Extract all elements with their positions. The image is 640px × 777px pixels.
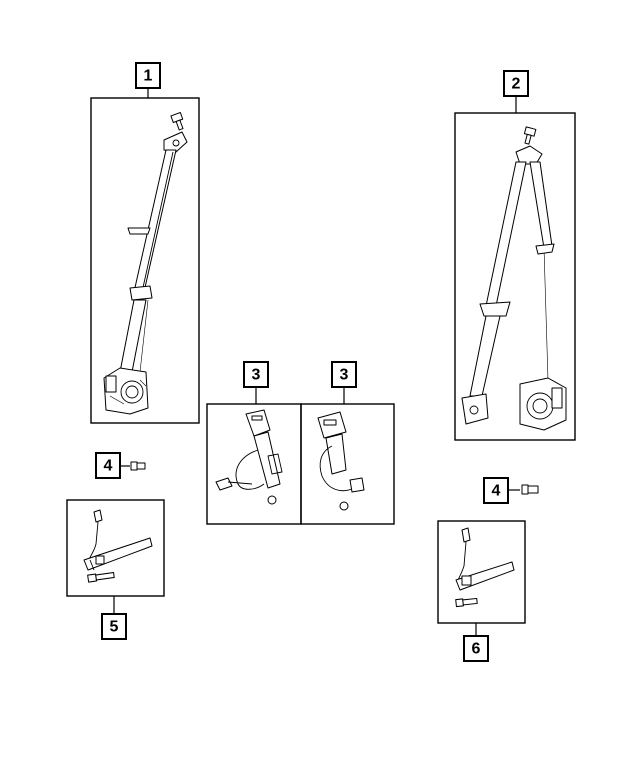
svg-text:3: 3 xyxy=(340,367,349,384)
part-2-frame xyxy=(454,112,576,441)
part-6-group[interactable]: 6 xyxy=(437,520,526,662)
svg-text:6: 6 xyxy=(472,641,481,658)
svg-text:5: 5 xyxy=(110,619,119,636)
seat-belt-assembly-left-drawing xyxy=(103,112,188,415)
callout-5[interactable]: 5 xyxy=(101,613,127,640)
part-4-right-group[interactable]: 4 xyxy=(483,477,539,504)
svg-text:2: 2 xyxy=(512,76,521,93)
part-3-group[interactable]: 3 3 xyxy=(206,361,395,525)
svg-text:1: 1 xyxy=(144,68,153,85)
pretensioner-right-drawing xyxy=(455,527,515,608)
callout-3-left[interactable]: 3 xyxy=(243,361,269,388)
bolt-right-icon xyxy=(521,484,539,495)
callout-1[interactable]: 1 xyxy=(135,62,161,89)
callout-6[interactable]: 6 xyxy=(463,635,489,662)
bolt-left-icon xyxy=(130,461,146,471)
part-1-frame xyxy=(90,97,200,424)
svg-text:4: 4 xyxy=(492,483,501,500)
part-3-frame-right xyxy=(300,403,395,525)
part-6-frame xyxy=(437,520,526,624)
part-5-frame xyxy=(66,499,165,597)
pretensioner-left-drawing xyxy=(83,509,153,583)
svg-text:3: 3 xyxy=(252,367,261,384)
part-5-group[interactable]: 5 xyxy=(66,499,165,640)
seat-belt-assembly-right-drawing xyxy=(461,126,567,431)
buckle-right-drawing xyxy=(317,411,365,511)
callout-3-right[interactable]: 3 xyxy=(331,361,357,388)
buckle-left-drawing xyxy=(215,409,283,505)
part-1-group[interactable]: 1 xyxy=(90,62,200,424)
part-2-group[interactable]: 2 xyxy=(454,70,576,441)
callout-2[interactable]: 2 xyxy=(503,70,529,97)
svg-text:4: 4 xyxy=(104,458,113,475)
callout-4-right[interactable]: 4 xyxy=(483,477,509,504)
callout-4-left[interactable]: 4 xyxy=(95,452,121,479)
part-4-left-group[interactable]: 4 xyxy=(95,452,146,479)
